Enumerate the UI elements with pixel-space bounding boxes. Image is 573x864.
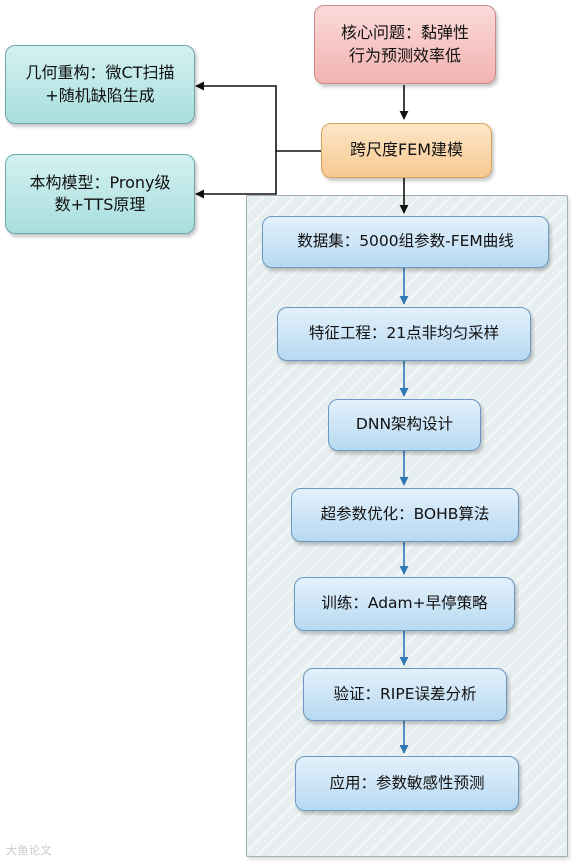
constitutive-node: 本构模型：Prony级 数+TTS原理	[5, 154, 195, 234]
step-label: DNN架构设计	[355, 415, 454, 434]
step-hyperparameter-optimization: 超参数优化：BOHB算法	[291, 488, 519, 542]
step-feature-engineering: 特征工程：21点非均匀采样	[277, 307, 531, 361]
step-label: 超参数优化：BOHB算法	[320, 505, 490, 524]
constitutive-label: 本构模型：Prony级 数+TTS原理	[29, 172, 171, 214]
geometry-label: 几何重构：微CT扫描 +随机缺陷生成	[25, 63, 175, 105]
geometry-node: 几何重构：微CT扫描 +随机缺陷生成	[5, 45, 195, 124]
step-training: 训练：Adam+早停策略	[294, 577, 515, 631]
arrow-fem-to-geometry	[195, 81, 321, 152]
step-label: 验证：RIPE误差分析	[333, 684, 477, 703]
step-dnn-architecture: DNN架构设计	[328, 399, 481, 451]
watermark: 大鱼论文	[6, 844, 52, 857]
step-dataset: 数据集：5000组参数-FEM曲线	[262, 216, 549, 268]
fem-node: 跨尺度FEM建模	[321, 123, 492, 178]
step-label: 应用：参数敏感性预测	[329, 773, 485, 792]
core-problem-node: 核心问题：黏弹性 行为预测效率低	[314, 5, 496, 84]
fem-label: 跨尺度FEM建模	[349, 140, 464, 160]
step-label: 数据集：5000组参数-FEM曲线	[297, 232, 514, 251]
step-application: 应用：参数敏感性预测	[295, 756, 519, 811]
step-validation: 验证：RIPE误差分析	[303, 668, 507, 721]
core-problem-label: 核心问题：黏弹性 行为预测效率低	[340, 23, 469, 65]
arrow-fem-to-constitutive	[195, 151, 277, 199]
step-label: 特征工程：21点非均匀采样	[308, 324, 500, 343]
step-label: 训练：Adam+早停策略	[321, 594, 488, 613]
